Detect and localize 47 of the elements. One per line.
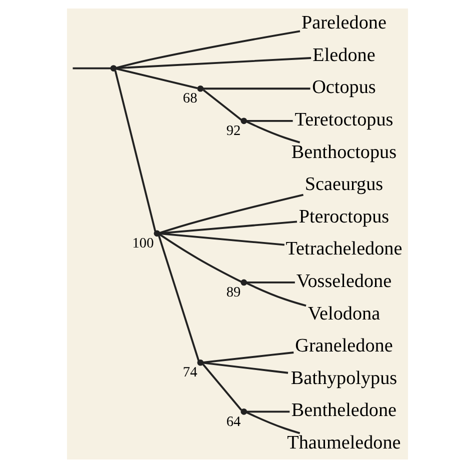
node-point <box>196 359 204 366</box>
node-label: 100 <box>132 235 154 252</box>
connector <box>114 70 156 232</box>
node-point <box>110 65 116 72</box>
connector <box>202 88 310 90</box>
connector <box>158 234 242 283</box>
node-label: 64 <box>226 414 240 430</box>
connector <box>159 232 284 246</box>
connector <box>115 30 300 69</box>
node-text: Graneledone <box>294 336 392 357</box>
node-text: Thaumeledone <box>286 432 400 454</box>
node-text: Benthoctopus <box>290 142 396 163</box>
node-text: Vosseledone <box>296 271 392 292</box>
connector <box>246 120 300 144</box>
node-text: Bathypolypus <box>290 368 397 389</box>
node-label: 92 <box>226 123 240 139</box>
node-text: Octopus <box>312 77 376 98</box>
node-label: 68 <box>182 90 197 107</box>
node-point <box>240 118 247 124</box>
connector <box>202 362 288 374</box>
node-label: 89 <box>226 284 240 301</box>
connector <box>202 364 242 411</box>
node-label: 74 <box>182 364 197 381</box>
node-text: Pareledone <box>301 12 386 34</box>
connector <box>72 67 110 70</box>
node-text: Scaeurgus <box>304 174 383 196</box>
connector <box>116 57 311 70</box>
node-text: Teretoctopus <box>294 109 393 130</box>
node-point <box>240 408 247 415</box>
connector <box>115 68 198 90</box>
node-text: Bentheledone <box>290 400 396 422</box>
connector <box>157 235 200 361</box>
connector <box>202 89 242 121</box>
node-text: Pteroctopus <box>298 206 389 228</box>
connector <box>246 412 300 434</box>
connector <box>246 282 294 284</box>
connector <box>246 282 306 307</box>
node-point <box>153 230 160 237</box>
node-text: Tetracheledone <box>285 238 402 260</box>
connector <box>158 194 303 234</box>
node-text: Velodona <box>307 303 380 324</box>
connector <box>246 410 290 413</box>
node-text: Eledone <box>312 44 375 66</box>
connector <box>202 352 294 364</box>
node-point <box>196 85 204 92</box>
connector <box>246 120 292 122</box>
node-point <box>240 279 247 286</box>
